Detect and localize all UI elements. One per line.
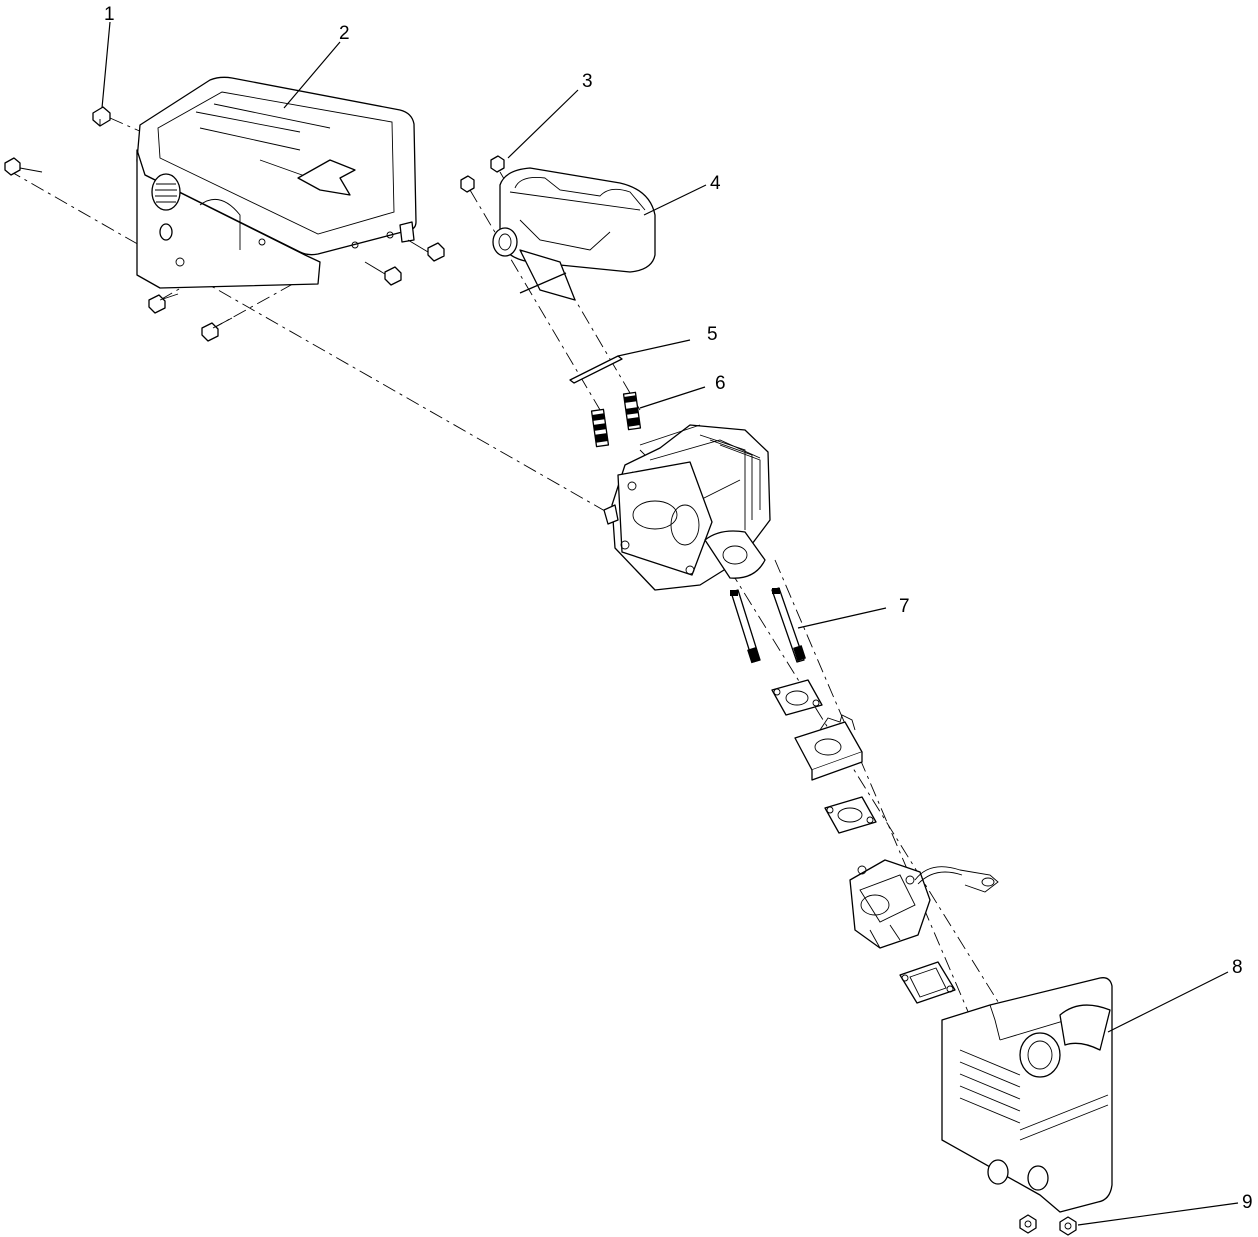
nut-part — [460, 155, 505, 193]
screw-part — [4, 106, 445, 342]
nut-icon — [1019, 1214, 1037, 1234]
callout-labels: 1 2 3 4 5 6 7 8 9 — [104, 4, 1253, 1213]
nut-icon — [460, 175, 475, 193]
side-shroud-part — [941, 977, 1113, 1213]
screw-icon — [4, 157, 43, 176]
callout-8: 8 — [1232, 957, 1243, 978]
nut-icon — [1059, 1216, 1077, 1236]
callout-4: 4 — [710, 173, 721, 194]
carburetor-part — [849, 859, 999, 949]
screw-icon — [148, 293, 179, 314]
callout-7: 7 — [899, 596, 910, 617]
intake-stud-part — [730, 587, 806, 664]
bottom-nut-part — [1019, 1214, 1077, 1236]
muffler-part — [492, 167, 656, 301]
leader-lines — [101, 21, 1239, 1226]
cylinder-head-part — [603, 424, 771, 591]
top-shroud-part — [136, 76, 417, 289]
air-filter-gasket-part — [899, 961, 956, 1004]
screw-icon — [364, 261, 402, 286]
intake-gasket-part — [771, 679, 823, 716]
screw-icon — [407, 239, 445, 262]
screw-icon — [201, 317, 233, 342]
callout-1: 1 — [104, 4, 115, 25]
callout-2: 2 — [339, 23, 350, 44]
exhaust-gasket-part — [569, 355, 623, 384]
callout-3: 3 — [582, 71, 593, 92]
nut-icon — [490, 155, 505, 173]
carburetor-gasket-part — [824, 796, 877, 834]
callout-6: 6 — [715, 373, 726, 394]
screw-icon — [92, 106, 111, 127]
callout-9: 9 — [1242, 1192, 1253, 1213]
callout-5: 5 — [707, 324, 718, 345]
insulator-block-part — [794, 714, 863, 781]
stud-part — [590, 391, 642, 448]
